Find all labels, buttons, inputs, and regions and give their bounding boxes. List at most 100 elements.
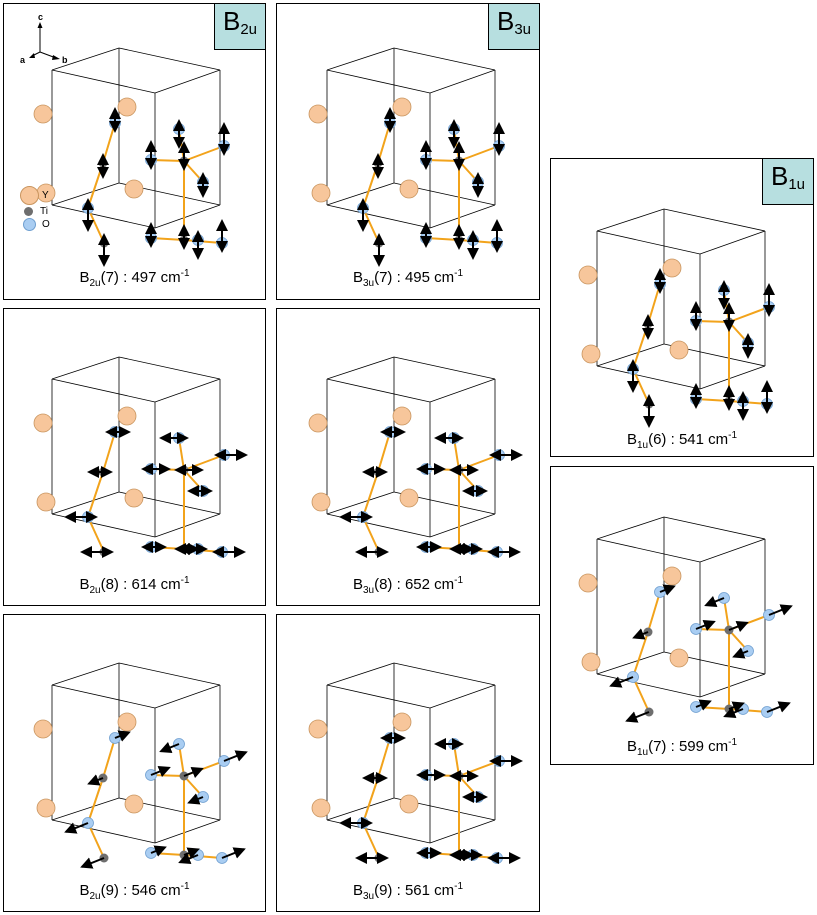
yttrium-atom [581,344,601,364]
mode-caption: B3u(8) : 652 cm-1 [352,575,464,596]
cell-edge [51,356,120,380]
ti-o-bond [377,431,391,473]
yttrium-atom [311,492,331,512]
ti-o-bond [458,760,500,777]
cell-edge [596,651,665,675]
yttrium-atom [117,712,137,732]
ti-o-bond [362,777,379,824]
displacement-arrow [695,619,716,632]
cell-edge [51,684,156,709]
displacement-arrow [221,847,246,859]
yttrium-atom [399,179,419,199]
ti-o-bond [183,454,225,471]
legend-item-ti: Ti [20,205,50,218]
cell-edge [663,516,766,540]
cell-edge [154,378,221,403]
cell-edge [596,208,665,232]
ti-o-bond [458,454,500,471]
yttrium-atom [311,798,331,818]
ti-o-bond [647,591,661,633]
cell-edge [154,819,221,844]
unit-cell [308,47,505,267]
yttrium-atom [581,652,601,672]
yttrium-swatch [20,186,39,205]
cell-edge [51,182,120,206]
cell-edge [51,797,120,821]
yttrium-atom [662,566,682,586]
cell-edge [699,673,766,698]
displacement-arrow [766,701,791,713]
crystal-structure [33,662,248,869]
panel-b2u-7: B2u c b a Y Ti O B2u(7) : 497 cm-1 [3,3,266,300]
mode-caption: B2u(7) : 497 cm-1 [79,268,190,289]
panel-b1u-6: B1u B1u(6) : 541 cm-1 [550,158,814,457]
cell-edge [118,47,221,71]
axis-label-c: c [38,14,43,22]
irrep-badge-b3u: B3u [487,4,539,50]
cell-edge [154,684,221,709]
crystal-axes-icon: c b a [20,14,68,64]
cell-edge [154,513,221,538]
cell-edge [326,204,431,229]
yttrium-atom [308,719,328,739]
displacement-arrow [150,765,171,778]
cell-edge [51,204,156,229]
cell-edge [326,69,431,94]
yttrium-atom [33,719,53,739]
crystal-structure [33,47,230,267]
crystal-structure [308,356,523,558]
panel-b3u-9: B3u(9) : 561 cm-1 [276,614,540,912]
cell-edge [326,378,431,403]
ti-o-bond [102,737,116,779]
yttrium-atom [578,265,598,285]
displacement-arrow [64,822,89,834]
displacement-arrow [768,604,793,616]
cell-edge [429,684,496,709]
crystal-structure [308,47,505,267]
cell-edge [154,69,221,94]
ti-o-bond [362,162,379,209]
displacement-arrow [728,701,745,713]
mode-caption: B3u(7) : 495 cm-1 [352,268,464,289]
cell-edge [326,491,395,515]
displacement-arrow [150,845,167,857]
displacement-arrow [187,793,204,805]
cell-edge [429,69,496,94]
ti-o-bond [102,122,116,164]
cell-edge [326,356,395,380]
displacement-arrow [625,711,650,723]
ti-o-bond [102,431,116,473]
displacement-arrow [632,628,649,640]
displacement-arrow [80,857,105,869]
yttrium-atom [662,258,682,278]
yttrium-atom [578,573,598,593]
crystal-structure [33,356,248,558]
yttrium-atom [36,492,56,512]
yttrium-atom [669,340,689,360]
cell-edge [429,378,496,403]
cell-edge [326,684,431,709]
cell-edge [699,365,766,390]
cell-edge [393,662,496,686]
displacement-arrow [223,750,248,762]
yttrium-atom [392,406,412,426]
displacement-arrow [695,699,712,711]
titanium-swatch [24,207,33,216]
mode-caption: B3u(9) : 561 cm-1 [352,881,464,902]
yttrium-atom [308,413,328,433]
cell-edge [326,797,395,821]
cell-edge [429,819,496,844]
legend-item-o: O [20,218,50,231]
cell-edge [51,47,120,71]
axis-label-a: a [20,55,26,64]
cell-edge [699,230,766,255]
cell-edge [429,204,496,229]
unit-cell [578,516,793,723]
yttrium-atom [117,97,137,117]
ti-o-bond [647,283,661,325]
atom-legend: Y Ti O [20,186,50,231]
oxygen-swatch [23,218,36,231]
yttrium-atom [669,648,689,668]
ti-o-bond [632,323,649,370]
axis-label-b: b [62,55,68,64]
